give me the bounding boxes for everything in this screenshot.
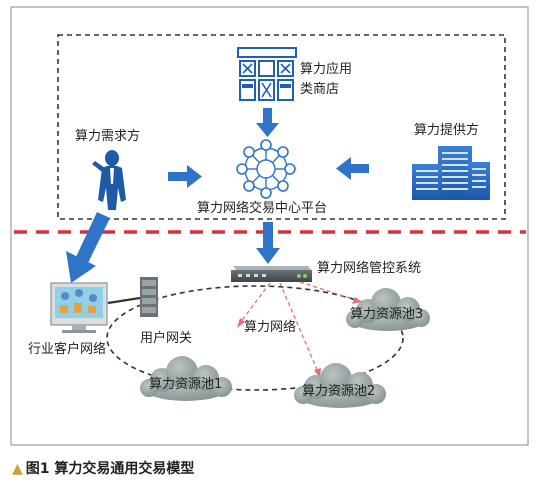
- control-links: [239, 281, 357, 373]
- compute-network-ring: [106, 285, 404, 391]
- router-icon: [231, 266, 312, 282]
- caption-text: 图1 算力交易通用交易模型: [25, 461, 195, 477]
- provider-label: 算力提供方: [414, 122, 479, 138]
- server-icon: [140, 277, 158, 317]
- user-gateway-label: 用户网关: [140, 330, 192, 346]
- network-hub-icon: [236, 139, 296, 199]
- pool3-label: 算力资源池3: [350, 307, 423, 322]
- arrow-demander-to-platform: [168, 165, 202, 188]
- control-system-label: 算力网络管控系统: [317, 260, 421, 276]
- pool1-label: 算力资源池1: [149, 377, 222, 392]
- arrow-demander-to-industry: [66, 212, 110, 283]
- building-icon: [412, 146, 490, 200]
- trading-domain-boundary: [57, 34, 506, 220]
- person-icon: [92, 150, 126, 210]
- arrow-store-to-platform: [256, 108, 279, 137]
- monitor-icon: [50, 282, 108, 333]
- arrow-provider-to-platform: [336, 157, 369, 180]
- figure-caption: ▲图1 算力交易通用交易模型: [12, 458, 194, 478]
- compute-network-label: 算力网络: [244, 319, 296, 335]
- app-grid-icon: [237, 47, 297, 101]
- demander-label: 算力需求方: [75, 128, 140, 144]
- pool2-label: 算力资源池2: [302, 384, 375, 399]
- platform-label: 算力网络交易中心平台: [197, 200, 327, 216]
- gateway-link: [107, 296, 141, 305]
- industry-network-label: 行业客户网络: [28, 341, 106, 357]
- app-store-label-line1: 算力应用: [300, 61, 352, 77]
- arrow-platform-to-control: [256, 222, 280, 264]
- caption-marker: ▲: [12, 461, 23, 477]
- cloud-icon: [140, 288, 430, 408]
- app-store-label-line2: 类商店: [300, 82, 339, 97]
